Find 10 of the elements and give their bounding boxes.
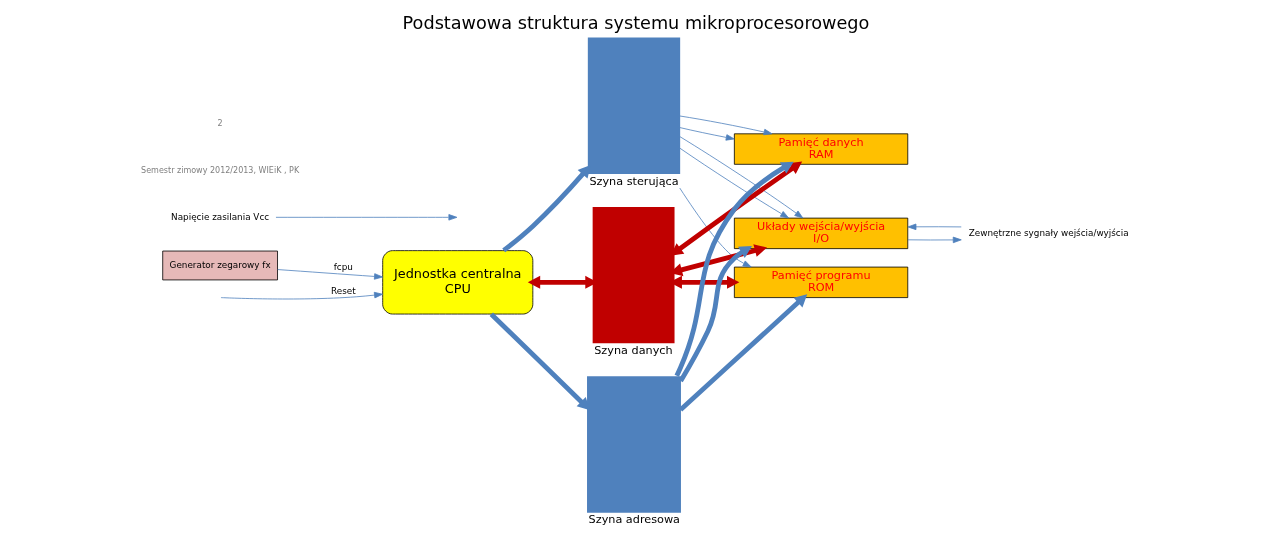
label: 2 <box>217 119 223 129</box>
node-label: Szyna adresowa <box>588 513 680 527</box>
label: Semestr zimowy 2012/2013, WIEiK , PK <box>140 165 299 175</box>
node-text: Zewnętrzne sygnały wejścia/wyjścia <box>968 227 1129 238</box>
edge-label: Reset <box>330 286 356 297</box>
diagram-title: Podstawowa struktura systemu mikroprocesorowego <box>402 12 869 33</box>
node-text: Napięcie zasilania Vcc <box>170 211 269 222</box>
node-label: Szyna danych <box>593 343 673 357</box>
node-label: Szyna sterująca <box>588 174 679 188</box>
edge-label: fcpu <box>333 262 353 273</box>
